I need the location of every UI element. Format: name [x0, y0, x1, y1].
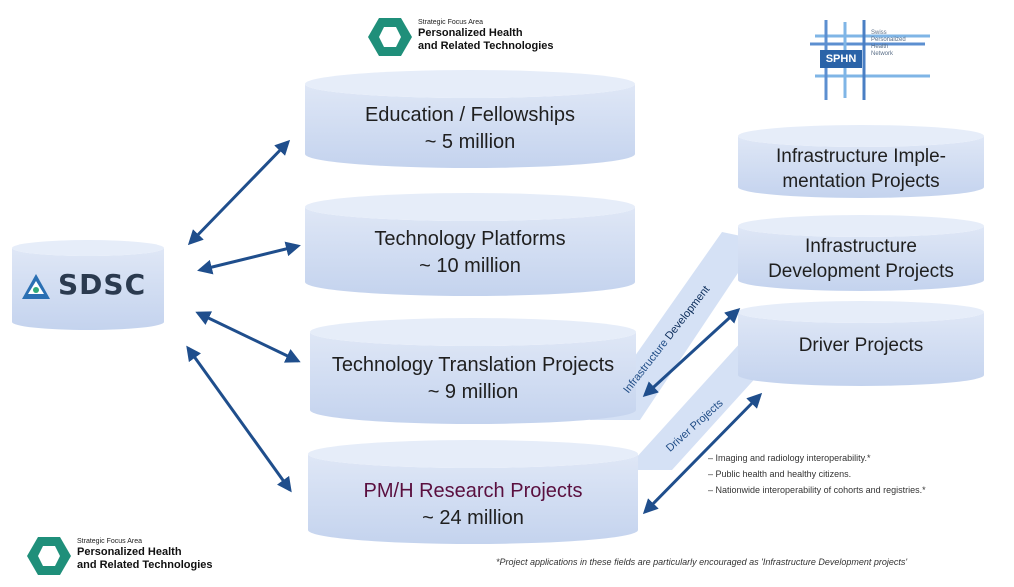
sfa-logo-bottom: Strategic Focus Area Personalized Health…: [77, 537, 213, 572]
sfa-hexagon-icon: [368, 18, 412, 56]
research-label: PM/H Research Projects ~ 24 million: [308, 478, 638, 532]
footnote: *Project applications in these fields ar…: [496, 557, 908, 567]
driver-name: Driver Projects: [798, 335, 924, 356]
arrow-sdsc-education: [187, 139, 291, 246]
sdsc-icon: [22, 274, 50, 299]
sphn-sub-0: Swiss: [871, 30, 887, 36]
infra-impl-line1: Infrastructure Imple-: [776, 146, 946, 167]
arrow-translation-infradev: [642, 307, 741, 398]
education-label: Education / Fellowships ~ 5 million: [305, 102, 635, 156]
sphn-sub-2: Health: [871, 44, 889, 50]
sdsc-logo: SDSC: [54, 268, 146, 301]
sphn-box: SPHN: [820, 50, 862, 68]
platforms-label: Technology Platforms ~ 10 million: [305, 226, 635, 280]
translation-name: Technology Translation Projects: [331, 354, 615, 376]
platforms-cylinder: [305, 193, 635, 296]
infra-impl-line2: mentation Projects: [782, 171, 940, 192]
research-name: PM/H Research Projects: [363, 480, 583, 502]
topic-bullets: Imaging and radiology interoperability.*…: [708, 450, 926, 498]
education-cylinder: [305, 70, 635, 168]
education-amount: ~ 5 million: [424, 131, 516, 153]
sfa-logo-top: Strategic Focus Area Personalized Health…: [418, 18, 554, 53]
bullet-item: Nationwide interoperability of cohorts a…: [708, 482, 926, 498]
infra-dev-line1: Infrastructure: [805, 236, 917, 257]
platforms-amount: ~ 10 million: [419, 255, 521, 277]
sfa-logo-bottom-line2: and Related Technologies: [77, 559, 213, 571]
sfa-logo-top-line2: and Related Technologies: [418, 40, 554, 52]
sphn-sub-3: Network: [871, 51, 894, 57]
research-amount: ~ 24 million: [422, 507, 524, 529]
bullet-item: Public health and healthy citizens.: [708, 466, 926, 482]
arrow-sdsc-research: [186, 345, 292, 493]
sdsc-cylinder: [12, 240, 164, 330]
sphn-subtitle: Swiss Personalized Health Network: [871, 30, 906, 58]
sfa-hexagon-icon: [27, 537, 71, 575]
sphn-sub-1: Personalized: [871, 37, 906, 43]
bullet-item: Imaging and radiology interoperability.*: [708, 450, 926, 466]
driver-label: Driver Projects: [738, 332, 984, 359]
infra-dev-line2: Development Projects: [768, 261, 954, 282]
translation-label: Technology Translation Projects ~ 9 mill…: [310, 352, 636, 406]
infra-dev-cylinder: [738, 215, 984, 291]
platforms-name: Technology Platforms: [374, 228, 566, 250]
sfa-logo-top-small: Strategic Focus Area: [418, 19, 483, 26]
arrow-research-driver: [642, 392, 763, 515]
infra-dev-label: Infrastructure Development Projects: [738, 234, 984, 284]
driver-cylinder: [738, 301, 984, 386]
arrow-sdsc-translation: [195, 311, 301, 363]
education-name: Education / Fellowships: [364, 104, 576, 126]
sfa-logo-bottom-line1: Personalized Health: [77, 546, 182, 558]
arrow-sdsc-platforms: [197, 241, 301, 275]
sfa-logo-bottom-small: Strategic Focus Area: [77, 538, 142, 545]
research-cylinder: [308, 440, 638, 544]
infra-impl-cylinder: [738, 125, 984, 198]
sdsc-label: SDSC: [58, 268, 147, 301]
sfa-logo-top-line1: Personalized Health: [418, 27, 523, 39]
translation-cylinder: [310, 318, 636, 424]
translation-amount: ~ 9 million: [427, 381, 519, 403]
infra-impl-label: Infrastructure Imple- mentation Projects: [738, 144, 984, 194]
